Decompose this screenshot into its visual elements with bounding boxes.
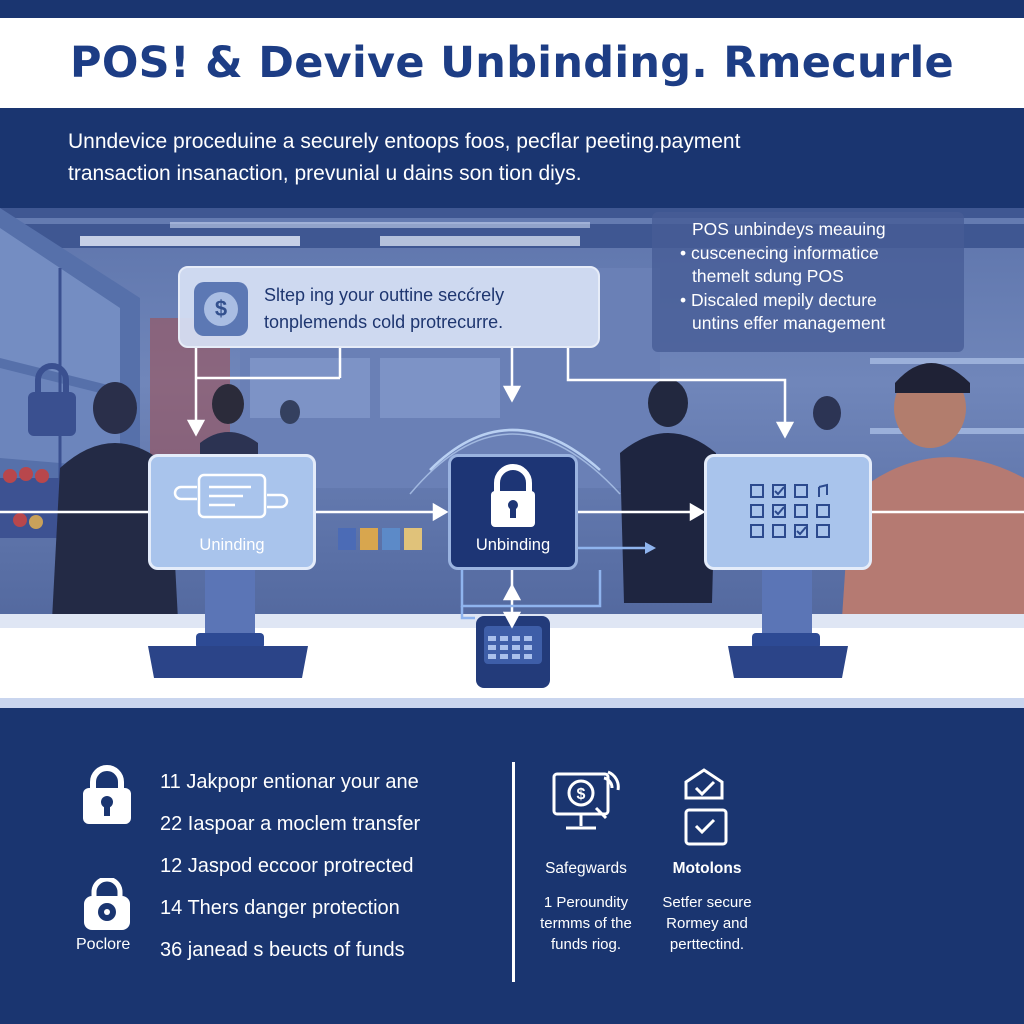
vertical-divider bbox=[512, 762, 515, 982]
flow-box-uninding: Uninding bbox=[148, 454, 316, 570]
info-heading: POS unbindeys meauing bbox=[692, 219, 886, 239]
bottom-panel: Poclore 11 Jakpopr entionar your ane 22 … bbox=[0, 730, 1024, 1024]
list-item: 14 Thers danger protection bbox=[160, 897, 400, 919]
checklist-grid-icon bbox=[750, 483, 830, 538]
flow-box-unbinding: Unbinding bbox=[448, 454, 578, 570]
safeguards-line-1: 1 Peroundity bbox=[543, 894, 629, 911]
bullet-marker: • bbox=[680, 289, 687, 310]
procedure-caption: Poclore bbox=[76, 936, 131, 953]
intro-text: Unndevice proceduine a securely entoops … bbox=[0, 108, 1024, 208]
callout-box: $ Sltep ing your outtine secćrely tonple… bbox=[178, 266, 600, 348]
flow-label-middle: Unbinding bbox=[475, 536, 551, 554]
checklist-icon bbox=[684, 768, 728, 846]
card-sync-icon bbox=[173, 473, 289, 519]
bullet-marker: • bbox=[680, 242, 687, 263]
scene-illustration bbox=[0, 208, 1024, 708]
flow-label-left: Uninding bbox=[199, 536, 265, 554]
info-bullet-2b: untins effer management bbox=[692, 313, 886, 333]
safeguards-line-2: termms of the bbox=[540, 915, 632, 932]
safeguards-line-3: funds riog. bbox=[550, 936, 622, 953]
intro-line-1: Unndevice proceduine a securely entoops … bbox=[68, 130, 741, 153]
info-bullet-1a: cuscenecing informatice bbox=[691, 242, 879, 263]
info-panel: POS unbindeys meauing • cuscenecing info… bbox=[652, 212, 964, 352]
callout-line-1: Sltep ing your outtine secćrely bbox=[264, 285, 505, 305]
motions-line-1: Setfer secure bbox=[662, 894, 752, 911]
list-item: 36 janead s beucts of funds bbox=[160, 939, 405, 961]
list-item: 22 Iaspoar a moclem transfer bbox=[160, 813, 421, 835]
top-band bbox=[0, 0, 1024, 18]
motions-line-3: perttectind. bbox=[669, 936, 745, 953]
lock-icon bbox=[83, 765, 131, 824]
motions-line-2: Rormey and bbox=[666, 915, 748, 932]
store-scene: $ Sltep ing your outtine secćrely tonple… bbox=[0, 208, 1024, 708]
info-bullet-1b: themelt sdung POS bbox=[692, 266, 844, 286]
motions-heading: Motolons bbox=[672, 860, 742, 877]
dollar-icon: $ bbox=[194, 282, 248, 336]
list-item: 12 Jaspod eccoor protrected bbox=[160, 855, 414, 877]
info-bullet-2a: Discaled mepily decture bbox=[691, 289, 877, 310]
title-bar: POS! & Devive Unbinding. Rmecurle bbox=[0, 18, 1024, 108]
motions-column: Motolons Setfer secure Rormey and pertte… bbox=[648, 860, 766, 955]
svg-text:$: $ bbox=[577, 786, 586, 803]
safeguards-column: Safegwards 1 Peroundity termms of the fu… bbox=[530, 860, 642, 955]
callout-line-2: tonplemends cold protrecurre. bbox=[264, 312, 504, 332]
monitor-dollar-icon: $ bbox=[552, 770, 620, 830]
lock-icon bbox=[491, 464, 535, 527]
safeguards-heading: Safegwards bbox=[545, 860, 627, 877]
step-list: 11 Jakpopr entionar your ane 22 Iaspoar … bbox=[160, 770, 420, 980]
flow-box-verify bbox=[704, 454, 872, 570]
intro-line-2: transaction insanaction, prevunial u dai… bbox=[68, 162, 582, 185]
list-item: 11 Jakpopr entionar your ane bbox=[160, 771, 419, 793]
padlock-shield-icon bbox=[84, 878, 130, 930]
page-title: POS! & Devive Unbinding. Rmecurle bbox=[70, 38, 954, 88]
